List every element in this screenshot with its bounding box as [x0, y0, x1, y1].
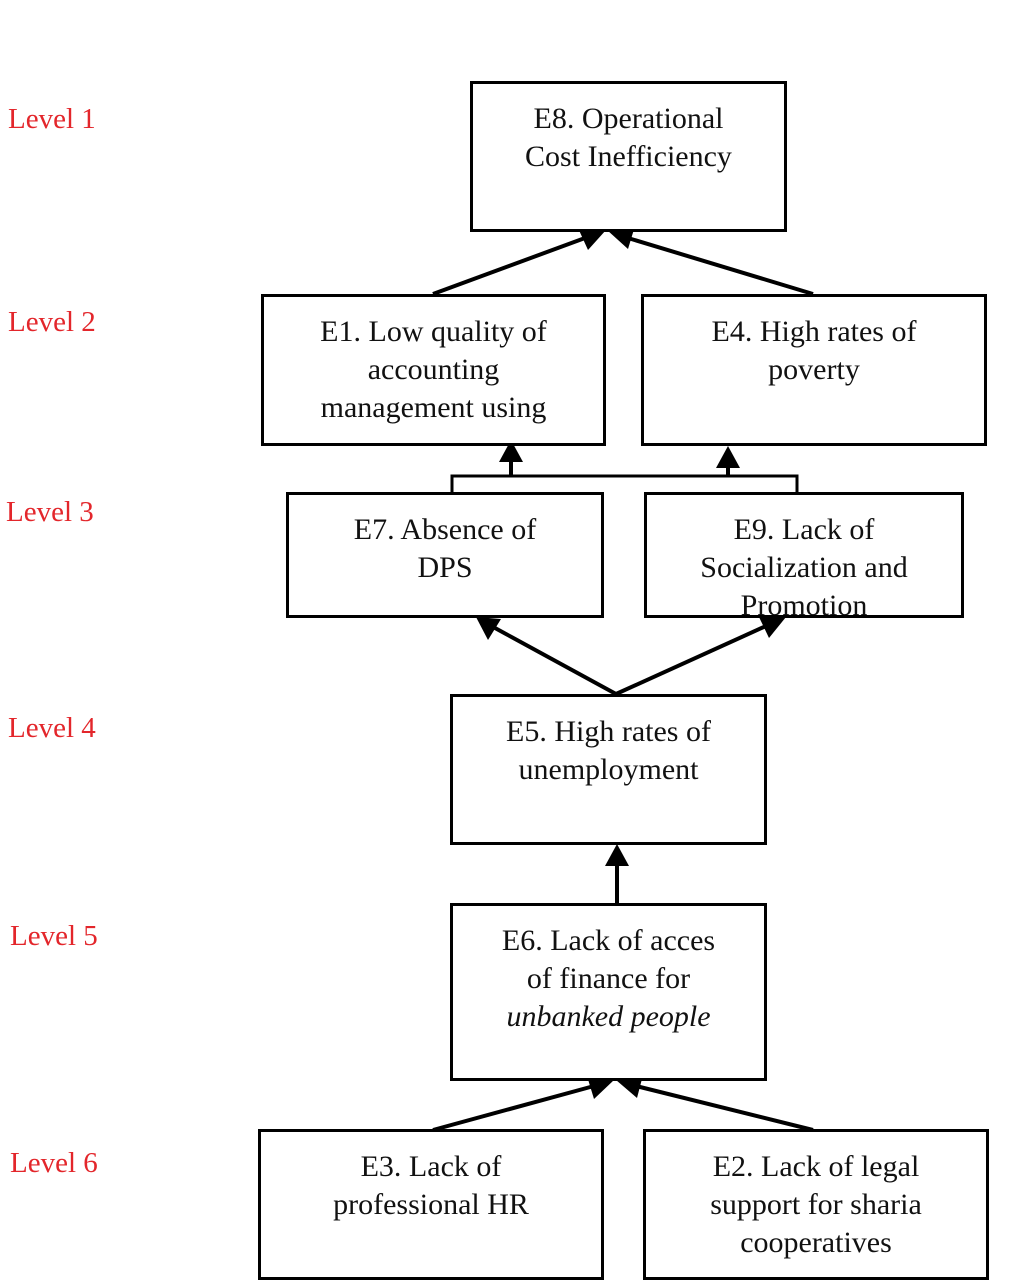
node-e7: E7. Absence of DPS: [286, 492, 604, 618]
node-e7-line-1: E7. Absence of: [353, 513, 537, 546]
node-e6-line-3: unbanked people: [506, 1000, 711, 1033]
node-e1-line-2: accounting: [367, 353, 500, 386]
node-e9-line-1: E9. Lack of: [733, 513, 875, 546]
node-e9-line-3: Promotion: [740, 589, 868, 618]
arrow-e2-to-e6: [616, 1075, 814, 1132]
node-e2: E2. Lack of legal support for sharia coo…: [643, 1129, 989, 1280]
node-e6-line-1: E6. Lack of acces: [501, 924, 716, 957]
node-e2-line-2: support for sharia: [710, 1188, 922, 1221]
bracket-level3-to-level2: [450, 440, 799, 492]
node-e9-line-2: Socialization and: [700, 551, 908, 584]
arrow-e3-to-e6: [432, 1076, 614, 1132]
level-5-label: Level 5: [10, 920, 98, 952]
node-e7-line-2: DPS: [417, 551, 473, 584]
level-1-label: Level 1: [8, 103, 96, 135]
node-e3-line-1: E3. Lack of: [360, 1150, 502, 1183]
node-e1: E1. Low quality of accounting management…: [261, 294, 606, 446]
level-3-label: Level 3: [6, 496, 94, 528]
node-e8-line-2: Cost Inefficiency: [525, 140, 732, 173]
node-e5-line-2: unemployment: [518, 753, 699, 786]
level-2-label: Level 2: [8, 306, 96, 338]
node-e3: E3. Lack of professional HR: [258, 1129, 604, 1280]
node-e2-line-1: E2. Lack of legal: [712, 1150, 920, 1183]
node-e5-line-1: E5. High rates of: [506, 715, 711, 748]
node-e4-line-1: E4. High rates of: [711, 315, 917, 348]
node-e6-line-2: of finance for: [526, 962, 691, 995]
level-4-label: Level 4: [8, 712, 96, 744]
arrow-e5-to-e9: [615, 617, 786, 696]
node-e8-line-1: E8. Operational: [533, 102, 724, 135]
node-e1-line-1: E1. Low quality of: [320, 315, 547, 348]
node-e5: E5. High rates of unemployment: [450, 694, 767, 845]
node-e6: E6. Lack of acces of finance for unbanke…: [450, 903, 767, 1081]
node-e8: E8. Operational Cost Inefficiency: [470, 81, 787, 232]
node-e1-line-3: management using: [320, 391, 547, 424]
node-e4-line-2: poverty: [768, 353, 860, 386]
node-e4: E4. High rates of poverty: [641, 294, 987, 446]
node-e9: E9. Lack of Socialization and Promotion: [644, 492, 964, 618]
node-e3-line-2: professional HR: [333, 1188, 529, 1221]
arrow-e4-to-e8: [607, 226, 814, 296]
node-e2-line-3: cooperatives: [740, 1226, 892, 1259]
arrow-e6-to-e5: [605, 844, 629, 903]
arrow-e1-to-e8: [432, 228, 606, 296]
level-6-label: Level 6: [10, 1147, 98, 1179]
arrow-e5-to-e7: [476, 617, 617, 696]
